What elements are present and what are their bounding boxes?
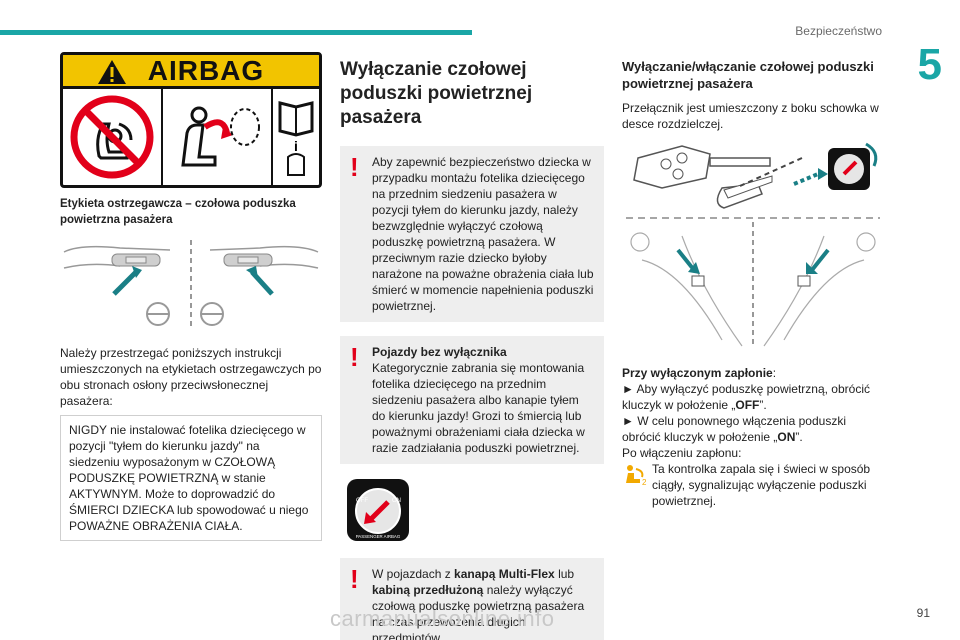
switch-location-text: Przełącznik jest umieszczony z boku scho… — [622, 101, 879, 131]
section-heading-disable-airbag: Wyłączanie czołowej poduszki powietrznej… — [340, 59, 533, 128]
key-switch-illustration — [626, 142, 880, 347]
chapter-number: 5 — [917, 40, 942, 89]
warning-lamp-paragraph: 2 Ta kontrolka zapala się i świeci w spo… — [622, 461, 884, 509]
header-rule — [0, 30, 472, 35]
warning-note-text: Kategorycznie zabrania się montowania fo… — [372, 361, 585, 455]
note-text: lub — [554, 567, 575, 581]
step-text: ► Aby wyłączyć poduszkę powietrzną, obró… — [622, 382, 870, 412]
warning-note-text: Aby zapewnić bezpieczeństwo dziecka w pr… — [372, 155, 594, 313]
off-position-label: OFF — [735, 398, 760, 412]
watermark: carmanualsonline.info — [330, 606, 555, 631]
column-middle: Wyłączanie czołowej poduszki powietrznej… — [340, 58, 604, 640]
warning-note-title: Pojazdy bez wyłącznika — [372, 345, 507, 359]
no-rear-facing-seat-icon — [63, 89, 163, 185]
column-left: AIRBAG — [60, 52, 322, 541]
after-ignition-on-text: Po włączeniu zapłonu: — [622, 446, 742, 460]
warning-lamp-text: Ta kontrolka zapala się i świeci w sposó… — [652, 462, 871, 508]
note-text: należy wyłączyć czołową poduszkę powietr… — [372, 583, 585, 640]
switch-caption: PASSENGER AIRBAG — [356, 534, 401, 539]
exclamation-icon: ! — [350, 564, 359, 594]
exclamation-icon: ! — [350, 152, 359, 182]
warning-note-multiflex: ! W pojazdach z kanapą Multi-Flex lub ka… — [340, 558, 604, 640]
section-heading-switch: Wyłączanie/włączanie czołowej poduszki p… — [622, 59, 874, 91]
read-manual-icon: i — [273, 89, 319, 185]
airbag-off-warning-lamp-icon: 2 — [626, 465, 647, 485]
note-bold-multiflex: kanapą Multi-Flex — [454, 567, 555, 581]
page-number: 91 — [916, 606, 930, 620]
step-text: ”. — [795, 430, 803, 444]
svg-text:i: i — [294, 138, 298, 154]
passenger-airbag-switch-icon: OFF ON PASSENGER AIRBAG — [346, 478, 410, 542]
switch-on-label: ON — [392, 498, 401, 504]
warning-note-child-seat: ! Aby zapewnić bezpieczeństwo dziecka w … — [340, 146, 604, 322]
airbag-label-band: AIRBAG — [63, 55, 319, 89]
ignition-off-heading: Przy wyłączonym zapłonie: — [622, 365, 884, 381]
svg-text:2: 2 — [642, 478, 647, 485]
exclamation-icon: ! — [350, 342, 359, 372]
note-text: W pojazdach z — [372, 567, 455, 581]
switch-off-label: OFF — [356, 498, 368, 504]
step-text: ”. — [759, 398, 767, 412]
airbag-warning-label: AIRBAG — [60, 52, 322, 188]
note-bold-extended-cab: kabiną przedłużoną — [372, 583, 484, 597]
colon: : — [772, 366, 777, 380]
warning-note-no-switch: ! Pojazdy bez wyłącznika Kategorycznie z… — [340, 336, 604, 464]
sun-visor-label-illustration — [63, 240, 319, 328]
section-title: Bezpieczeństwo — [795, 24, 882, 38]
step-disable: ► Aby wyłączyć poduszkę powietrzną, obró… — [622, 381, 884, 413]
step-text: ► W celu ponownego włączenia poduszki ob… — [622, 414, 846, 444]
airbag-label-title: AIRBAG — [147, 54, 265, 86]
airbag-deploy-icon — [163, 89, 273, 185]
on-position-label: ON — [777, 430, 796, 444]
ignition-off-label: Przy wyłączonym zapłonie — [622, 366, 773, 380]
airbag-label-caption: Etykieta ostrzegawcza – czołowa poduszka… — [60, 198, 296, 226]
airbag-label-pictograms: i — [63, 89, 319, 185]
warning-text-box: NIGDY nie instalować fotelika dziecięceg… — [60, 415, 322, 541]
warning-triangle-icon — [98, 60, 126, 84]
instructions-paragraph: Należy przestrzegać poniższych instrukcj… — [60, 346, 322, 408]
column-right: Wyłączanie/włączanie czołowej poduszki p… — [622, 58, 884, 509]
step-enable: ► W celu ponownego włączenia poduszki ob… — [622, 413, 884, 445]
